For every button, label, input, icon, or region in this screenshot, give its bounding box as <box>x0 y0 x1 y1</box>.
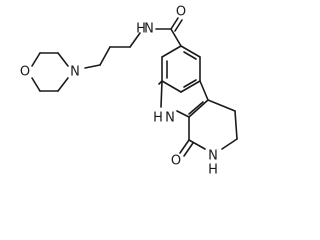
amide-carbonyl-oxygen-label: O <box>176 5 186 20</box>
lactam-hydrogen-label: H <box>208 163 218 178</box>
amide-hydrogen-label: H <box>136 22 146 37</box>
indole-nitrogen-label: N <box>165 111 175 126</box>
molecule-structure: O N H N O N H N H O <box>20 5 238 178</box>
atom-labels: O N H N O N H N H O <box>20 5 218 178</box>
lactam-oxygen-label: O <box>171 154 181 169</box>
lactam-nitrogen-label: N <box>208 149 218 164</box>
morpholine-nitrogen-label: N <box>70 65 80 80</box>
amide-nitrogen-label: N <box>144 22 154 37</box>
indole-hydrogen-label: H <box>153 111 163 126</box>
morpholine-oxygen-label: O <box>20 65 30 80</box>
bond-lines <box>31 17 238 157</box>
